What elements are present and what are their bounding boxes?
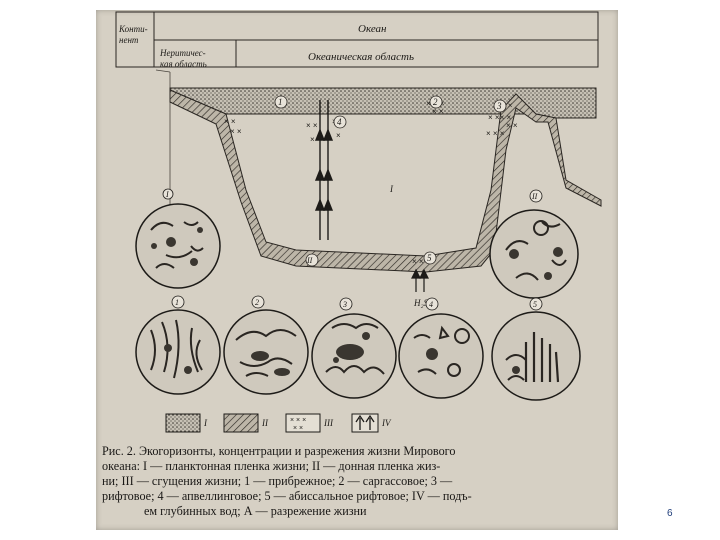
marker-4: 4	[337, 117, 342, 127]
svg-text:× ×: × ×	[412, 257, 424, 266]
header-neritic-line: Неритичес-	[159, 48, 206, 58]
concentration-marks: × ×× × × ×××× × × ×× × × × ×× ×× ×× ×× ×…	[224, 99, 518, 266]
circle-bottom-3: 3	[311, 297, 397, 399]
caption-line: рифтовое; 4 — апвеллинговое; 5 — абиссал…	[102, 489, 472, 503]
scanned-figure: Конти- нент Океан Неритичес- кая область…	[96, 10, 618, 530]
header-ocean: Океан	[358, 23, 387, 35]
marker-II: II	[306, 256, 313, 265]
caption-line: Рис. 2. Экогоризонты, концентрации и раз…	[102, 444, 456, 458]
svg-text:×: ×	[310, 135, 315, 144]
legend-item-III: III	[323, 418, 334, 428]
circle-top-II-label: II	[531, 192, 538, 201]
svg-text:× ×: × ×	[306, 121, 318, 130]
upwelling-arrows	[314, 100, 334, 240]
marker-5: 5	[427, 253, 432, 263]
svg-text:× ×: × ×	[293, 425, 303, 432]
circle-top-II: II	[489, 189, 579, 299]
figure-caption: Рис. 2. Экогоризонты, концентрации и раз…	[102, 444, 616, 519]
marker-1: 1	[278, 97, 283, 107]
header-continent: Конти- нент	[118, 24, 150, 45]
svg-text:× ×: × ×	[432, 107, 444, 116]
header-oceanic: Океаническая область	[308, 51, 414, 63]
caption-line: океана: I — планктонная пленка жизни; II…	[102, 459, 441, 473]
bottom-film-band	[169, 89, 602, 273]
header-continent-line: нент	[119, 35, 139, 45]
header-neritic: Неритичес- кая область	[159, 48, 208, 69]
circle-bottom-1: 1	[135, 295, 221, 395]
deep-water-arrows	[411, 268, 429, 292]
svg-text:× ×: × ×	[506, 121, 518, 130]
marker-3: 3	[496, 101, 502, 111]
svg-text:× ×: × ×	[230, 127, 242, 136]
circle-top-I: I	[135, 188, 221, 289]
legend-item-IV: IV	[381, 418, 392, 428]
svg-text:× ×: × ×	[224, 117, 236, 126]
page-number: 6	[667, 508, 673, 519]
circle-bottom-3-label: 3	[342, 300, 347, 309]
legend-item-II: II	[261, 418, 269, 428]
header-neritic-line: кая область	[160, 59, 207, 69]
legend: I II × × × × × III IV	[165, 413, 392, 433]
ecohorizon-diagram: Конти- нент Океан Неритичес- кая область…	[115, 11, 602, 433]
circle-bottom-4-label: 4	[429, 300, 433, 309]
circle-bottom-5-label: 5	[533, 300, 537, 309]
caption-line: ем глубинных вод; А — разрежение жизни	[144, 504, 367, 518]
circle-top-I-label: I	[165, 190, 169, 199]
section-markers: 1 2 3 4 5 I II	[274, 95, 507, 267]
circle-bottom-5: 5	[491, 297, 581, 401]
marker-2: 2	[433, 97, 438, 107]
circle-bottom-1-label: 1	[175, 298, 179, 307]
circle-bottom-2: 2	[223, 295, 309, 395]
h2s-label: H₂S	[413, 298, 429, 308]
svg-text:× ×× ×: × ×× ×	[488, 113, 511, 122]
header-continent-line: Конти-	[118, 24, 148, 34]
svg-text:× × ×: × × ×	[486, 129, 505, 138]
marker-I: I	[389, 184, 394, 194]
legend-item-I: I	[203, 418, 208, 428]
circle-bottom-4: 4	[398, 297, 484, 399]
caption-line: ни; III — сгущения жизни; 1 — прибрежное…	[102, 474, 453, 488]
svg-text:× × ×: × × ×	[290, 417, 306, 424]
svg-text:×: ×	[336, 131, 341, 140]
circle-bottom-2-label: 2	[255, 298, 259, 307]
